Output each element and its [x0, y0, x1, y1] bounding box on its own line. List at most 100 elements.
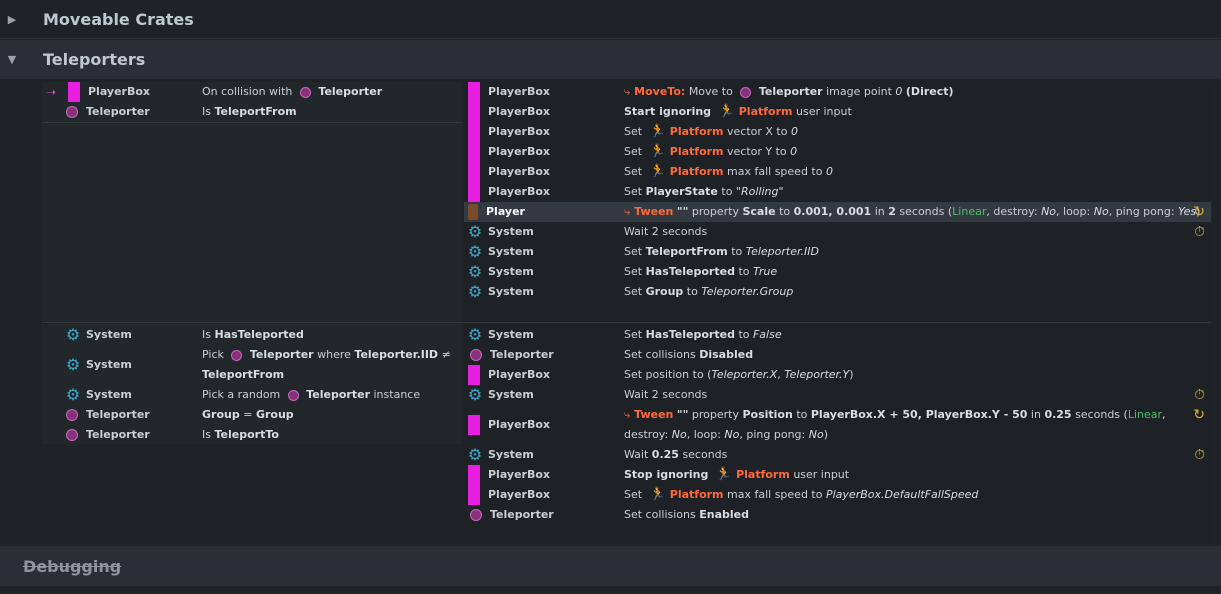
action-row[interactable]: ⚙System Wait 0.25 seconds ⏱ [464, 445, 1211, 465]
condition-row[interactable]: Teleporter Is TeleportTo [42, 425, 462, 445]
action-row[interactable]: PlayerBox Set 🏃Platform max fall speed t… [464, 485, 1211, 505]
action-row[interactable]: PlayerBox Set PlayerState to "Rolling" [464, 182, 1211, 202]
actions-panel[interactable]: PlayerBox ⤷MoveTo: Move to Teleporter im… [464, 82, 1211, 322]
playerbox-icon [68, 82, 80, 102]
action-text: Wait 2 seconds [624, 388, 708, 401]
group-title-disabled: Debugging [23, 556, 122, 576]
action-row[interactable]: Teleporter Set collisions Disabled [464, 345, 1211, 365]
action-row[interactable]: ⚙System Set Group to Teleporter.Group [464, 282, 1211, 302]
platform-behavior-icon: 🏃 [715, 467, 733, 482]
action-row[interactable]: PlayerBox ⤷Tween "" property Position to… [464, 405, 1211, 445]
group-debugging[interactable]: Debugging [0, 546, 1221, 586]
action-row[interactable]: PlayerBox Set 🏃Platform vector Y to 0 [464, 142, 1211, 162]
action-row[interactable]: ⚙System Set HasTeleported to False [464, 325, 1211, 345]
condition-text: Is TeleportFrom [202, 105, 297, 118]
platform-behavior-icon: 🏃 [649, 144, 666, 159]
action-row[interactable]: PlayerBox ⤷MoveTo: Move to Teleporter im… [464, 82, 1211, 102]
action-row[interactable]: ⚙System Wait 2 seconds ⏱ [464, 222, 1211, 242]
playerbox-icon [468, 142, 480, 162]
tween-icon: ⤷ [624, 408, 631, 421]
action-row[interactable]: ⚙System Set TeleportFrom to Teleporter.I… [464, 242, 1211, 262]
gear-icon: ⚙ [65, 385, 81, 404]
action-text: Set collisions Disabled [624, 348, 754, 361]
platform-behavior-icon: 🏃 [649, 164, 666, 179]
condition-text: Is HasTeleported [202, 328, 304, 341]
gear-icon: ⚙ [467, 445, 483, 464]
platform-behavior-icon: 🏃 [649, 487, 666, 502]
trigger-arrow-icon: ➝ [45, 85, 57, 99]
gear-icon: ⚙ [467, 282, 483, 301]
action-row[interactable]: PlayerBox Stop ignoring 🏃Platform user i… [464, 465, 1211, 485]
playerbox-icon [468, 485, 480, 505]
condition-row[interactable]: ⚙System Pick Teleporter where Teleporter… [42, 345, 462, 385]
action-row[interactable]: Teleporter Set collisions Enabled [464, 505, 1211, 525]
action-row[interactable]: PlayerBox Set 🏃Platform vector X to 0 [464, 122, 1211, 142]
teleporter-icon [66, 106, 78, 118]
action-text: ⤷Tween "" property Position to PlayerBox… [624, 408, 1166, 441]
gear-icon: ⚙ [467, 242, 483, 261]
action-text: Set HasTeleported to True [624, 265, 778, 278]
tween-icon: ⤷ [624, 205, 631, 218]
group-moveable-crates[interactable]: ▶ Moveable Crates [0, 0, 1221, 39]
expand-arrow-icon[interactable]: ▶ [7, 12, 17, 26]
group-title: Teleporters [43, 50, 146, 69]
teleporter-icon [470, 509, 482, 521]
teleporter-icon [740, 86, 752, 98]
collapse-arrow-icon[interactable]: ▼ [7, 53, 17, 66]
condition-text: On collision with Teleporter [202, 85, 383, 98]
gear-icon: ⚙ [65, 355, 81, 374]
action-text: Set PlayerState to "Rolling" [624, 185, 784, 198]
action-row[interactable]: ⚙System Set HasTeleported to True [464, 262, 1211, 282]
action-text: Stop ignoring 🏃Platform user input [624, 467, 850, 482]
teleporter-icon [66, 429, 78, 441]
action-row[interactable]: PlayerBox Set 🏃Platform max fall speed t… [464, 162, 1211, 182]
action-text: Start ignoring 🏃Platform user input [624, 104, 852, 119]
playerbox-icon [468, 82, 480, 102]
action-text: Set collisions Enabled [624, 508, 749, 521]
condition-row[interactable]: ⚙System Is HasTeleported [42, 325, 462, 345]
action-text: Set Group to Teleporter.Group [624, 285, 794, 298]
player-sprite-icon [468, 204, 478, 220]
action-row[interactable]: ⚙System Wait 2 seconds ⏱ [464, 385, 1211, 405]
action-row[interactable]: PlayerBox Set position to (Teleporter.X,… [464, 365, 1211, 385]
action-text: Set 🏃Platform max fall speed to PlayerBo… [624, 487, 979, 502]
teleporter-icon [231, 349, 243, 361]
group-title: Moveable Crates [43, 9, 194, 29]
teleporter-icon [470, 349, 482, 361]
object-name: PlayerBox [88, 85, 151, 98]
condition-text: Group = Group [202, 408, 294, 421]
condition-text: Is TeleportTo [202, 428, 279, 441]
platform-behavior-icon: 🏃 [718, 104, 735, 119]
action-row[interactable]: PlayerBox Start ignoring 🏃Platform user … [464, 102, 1211, 122]
playerbox-icon [468, 102, 480, 122]
gear-icon: ⚙ [467, 385, 483, 404]
tween-icon: ⤷ [624, 85, 631, 98]
action-text: Wait 2 seconds [624, 225, 708, 238]
condition-row[interactable]: ➝ PlayerBox On collision with Teleporter [42, 82, 462, 102]
action-text: Wait 0.25 seconds [624, 448, 728, 461]
action-row-selected[interactable]: Player ⤷Tween "" property Scale to 0.001… [464, 202, 1211, 222]
playerbox-icon [468, 415, 480, 435]
condition-row[interactable]: ⚙System Pick a random Teleporter instanc… [42, 385, 462, 405]
conditions-panel[interactable]: ➝PlayerBox On collision with Teleporter … [42, 82, 462, 322]
timer-icon: ⏱ [1194, 387, 1205, 403]
playerbox-icon [468, 122, 480, 142]
condition-row[interactable]: Teleporter Is TeleportFrom [42, 102, 462, 122]
action-text: ⤷MoveTo: Move to Teleporter image point … [624, 85, 954, 98]
action-text: Set 🏃Platform max fall speed to 0 [624, 164, 833, 179]
event-on-collision[interactable]: ➝PlayerBox On collision with Teleporter … [42, 82, 1211, 322]
platform-behavior-icon: 🏃 [649, 124, 666, 139]
repeat-icon: ↻ [1193, 204, 1205, 220]
condition-row[interactable]: Teleporter Group = Group [42, 405, 462, 425]
object-name: Teleporter [86, 105, 150, 118]
playerbox-icon [468, 465, 480, 485]
gear-icon: ⚙ [65, 325, 81, 344]
repeat-icon: ↻ [1193, 407, 1205, 423]
group-teleporters[interactable]: ▼ Teleporters [0, 40, 1221, 79]
conditions-panel[interactable]: ⚙System Is HasTeleported ⚙System Pick Te… [42, 324, 462, 444]
actions-panel[interactable]: ⚙System Set HasTeleported to False Telep… [464, 324, 1211, 544]
action-text: ⤷Tween "" property Scale to 0.001, 0.001… [624, 205, 1201, 218]
event-teleport-pick[interactable]: ⚙System Is HasTeleported ⚙System Pick Te… [42, 324, 1211, 544]
timer-icon: ⏱ [1194, 224, 1205, 240]
